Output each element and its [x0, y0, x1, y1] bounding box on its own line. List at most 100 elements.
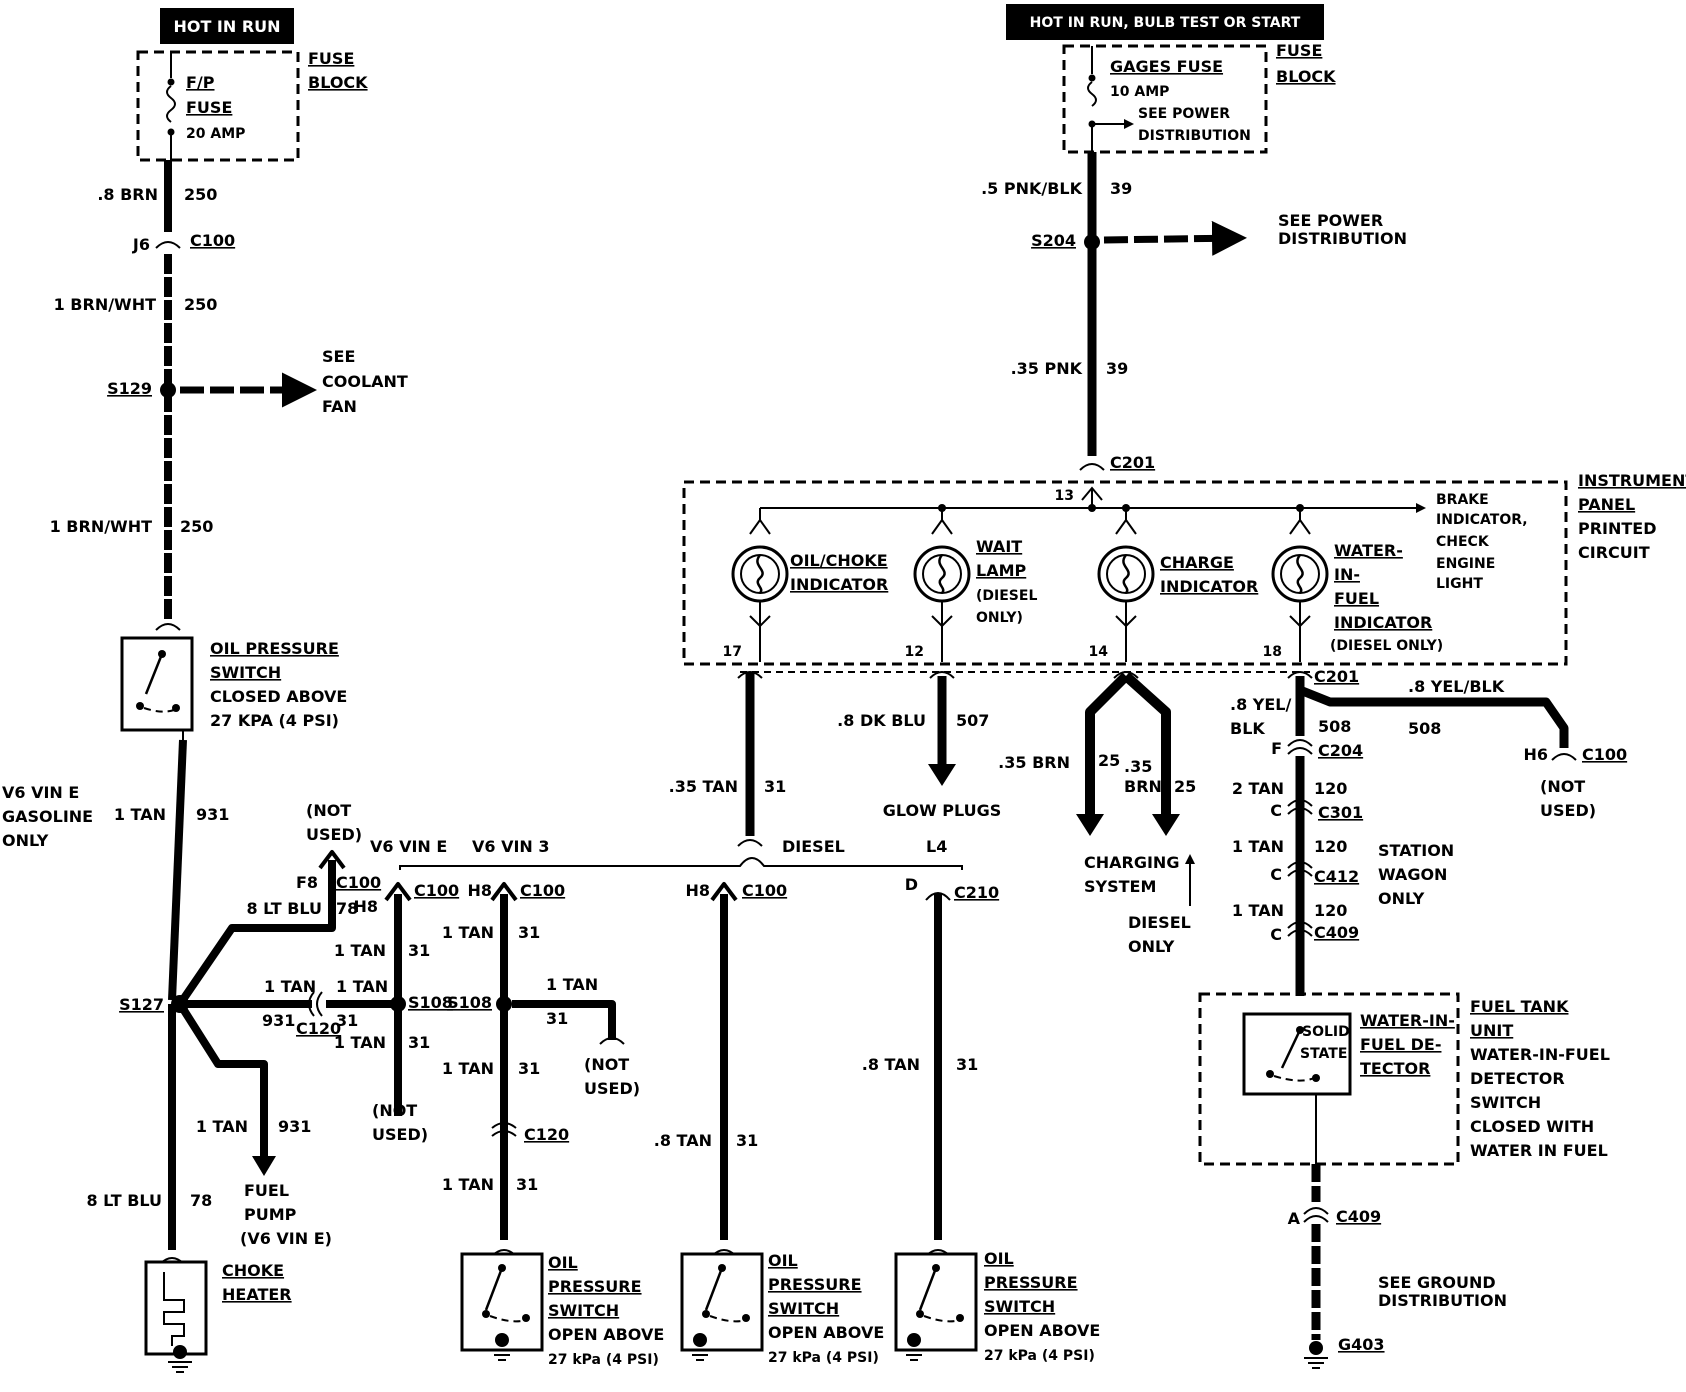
station-wagon-label-1: STATION — [1378, 841, 1454, 860]
oil-pressure-switch-open-1 — [460, 1249, 544, 1361]
conn-h8-vin-e: H8 — [353, 897, 378, 916]
conn-c201-top: C201 — [1110, 453, 1155, 472]
see-power-distribution-label: DISTRIBUTION — [1278, 229, 1407, 248]
conn-c100-diesel: C100 — [742, 881, 787, 900]
fuel-tank-unit — [1198, 992, 1460, 1166]
charging-system-label-1: CHARGING — [1084, 853, 1179, 872]
ops-open-2-label-4: OPEN ABOVE — [768, 1323, 884, 1342]
option-bracket — [399, 857, 963, 870]
ground-icon-g403 — [1303, 1340, 1329, 1369]
fuel-tank-unit-label-4: DETECTOR — [1470, 1069, 1565, 1088]
conn-c100-label: C100 — [190, 231, 235, 250]
wire-num-31-6: 31 — [516, 1175, 538, 1194]
pin-18: 18 — [1263, 644, 1282, 660]
not-used-label-8: USED) — [1540, 801, 1596, 820]
ops-open-2-label-1: OIL — [768, 1251, 798, 1270]
conn-f8: F8 — [296, 873, 318, 892]
option-diesel: DIESEL — [782, 837, 845, 856]
ops-closed-label-1: OIL PRESSURE — [210, 639, 339, 658]
wire-num-31-1: 31 — [408, 941, 430, 960]
fuel-pump-label-2: PUMP — [244, 1205, 297, 1224]
wire-label-pnk-blk: .5 PNK/BLK — [981, 179, 1083, 198]
not-used-label-7: (NOT — [1540, 777, 1585, 796]
fp-fuse-name-2: FUSE — [186, 98, 232, 117]
see-ground-label-2: DISTRIBUTION — [1378, 1291, 1507, 1310]
splice-s108-a-label: S108 — [408, 993, 453, 1012]
splice-s108-b — [496, 996, 512, 1012]
wire-num-931c: 931 — [278, 1117, 311, 1136]
fuse-block-left — [136, 50, 300, 162]
ground-g403-label: G403 — [1338, 1335, 1385, 1354]
wire-tan-931 — [168, 739, 187, 1001]
connector-c412 — [1287, 861, 1313, 877]
ops-open-3-label-4: OPEN ABOVE — [984, 1321, 1100, 1340]
wire-label-yel-1: .8 YEL/ — [1230, 695, 1291, 714]
wire-num-250b: 250 — [184, 295, 217, 314]
gages-fuse-icon — [1087, 81, 1097, 107]
wire-tan-31-not-used — [512, 1000, 616, 1040]
arrow-see-power — [1103, 220, 1247, 256]
splice-s129-label: S129 — [107, 379, 152, 398]
ops-open-1-label-1: OIL — [548, 1253, 578, 1272]
wire-yel-blk-508-h6 — [1298, 685, 1569, 748]
wire-num-25a: 25 — [1098, 751, 1120, 770]
wait-lamp-label-2: LAMP — [976, 561, 1027, 580]
pin-13: 13 — [1055, 488, 1074, 504]
oil-choke-indicator-lamp — [731, 508, 789, 662]
wire-label-brn-wht: 1 BRN/WHT — [54, 295, 156, 314]
glow-plugs-label: GLOW PLUGS — [883, 801, 1002, 820]
wire-label-tan-1: 1 TAN — [334, 941, 386, 960]
wire-num-31-8: 31 — [956, 1055, 978, 1074]
ops-open-1-label-3: SWITCH — [548, 1301, 619, 1320]
conn-c100-h6: C100 — [1582, 745, 1627, 764]
wire-num-31-3: 31 — [518, 923, 540, 942]
fuel-pump-label-1: FUEL — [244, 1181, 289, 1200]
fuel-tank-unit-label-7: WATER IN FUEL — [1470, 1141, 1608, 1160]
wire-lt-blu-78 — [176, 860, 336, 1007]
oil-choke-label-2: INDICATOR — [790, 575, 888, 594]
oil-choke-label-1: OIL/CHOKE — [790, 551, 888, 570]
conn-h8-vin-3: H8 — [467, 881, 492, 900]
connector-c204 — [1287, 739, 1313, 755]
wifd-label-2: FUEL DE- — [1360, 1035, 1441, 1054]
wait-lamp — [913, 508, 971, 662]
ops-open-2-label-3: SWITCH — [768, 1299, 839, 1318]
wire-label-brn-wht-2: 1 BRN/WHT — [50, 517, 152, 536]
water-in-fuel-indicator-lamp — [1271, 508, 1329, 662]
conn-c100-vin-e: C100 — [414, 881, 459, 900]
conn-c-b: C — [1270, 865, 1282, 884]
pin-12: 12 — [905, 644, 924, 660]
wire-brn-25 — [1085, 672, 1171, 818]
station-wagon-label-3: ONLY — [1378, 889, 1425, 908]
wire-label-brn: .8 BRN — [97, 185, 158, 204]
wire-num-250: 250 — [184, 185, 217, 204]
fuel-tank-unit-label-5: SWITCH — [1470, 1093, 1541, 1112]
wire-label-pnk: .35 PNK — [1011, 359, 1083, 378]
wire-num-78b: 78 — [190, 1191, 212, 1210]
wire-num-508b: 508 — [1408, 719, 1441, 738]
option-v6-vin-3: V6 VIN 3 — [472, 837, 550, 856]
conn-c210: C210 — [954, 883, 999, 902]
connector-c120-mid — [491, 1122, 517, 1137]
water-in-fuel-detector-switch — [1242, 1012, 1352, 1096]
wire-num-120b: 120 — [1314, 837, 1347, 856]
fp-fuse-name: F/P — [186, 73, 215, 92]
wire-num-507: 507 — [956, 711, 989, 730]
wire-label-tan-b: 1 TAN — [336, 977, 388, 996]
see-ground-label-1: SEE GROUND — [1378, 1273, 1496, 1292]
wire-num-31-4: 31 — [546, 1009, 568, 1028]
wire-label-tan-7: .8 TAN — [654, 1131, 712, 1150]
connector-c409-a — [1303, 1207, 1329, 1223]
wire-label-tan-5: 1 TAN — [442, 1059, 494, 1078]
wifd-label-1: WATER-IN- — [1360, 1011, 1455, 1030]
wire-tan-fuel-pump — [176, 1001, 268, 1160]
wif-label-4: INDICATOR — [1334, 613, 1432, 632]
station-wagon-label-2: WAGON — [1378, 865, 1447, 884]
wif-label-5: (DIESEL ONLY) — [1330, 638, 1443, 654]
see-label: SEE — [322, 347, 355, 366]
brake-label-5: LIGHT — [1436, 576, 1483, 592]
oil-pressure-switch-closed — [120, 636, 194, 732]
wire-num-39: 39 — [1110, 179, 1132, 198]
charge-indicator-lamp — [1097, 508, 1155, 662]
oil-pressure-switch-open-2 — [680, 1249, 764, 1361]
